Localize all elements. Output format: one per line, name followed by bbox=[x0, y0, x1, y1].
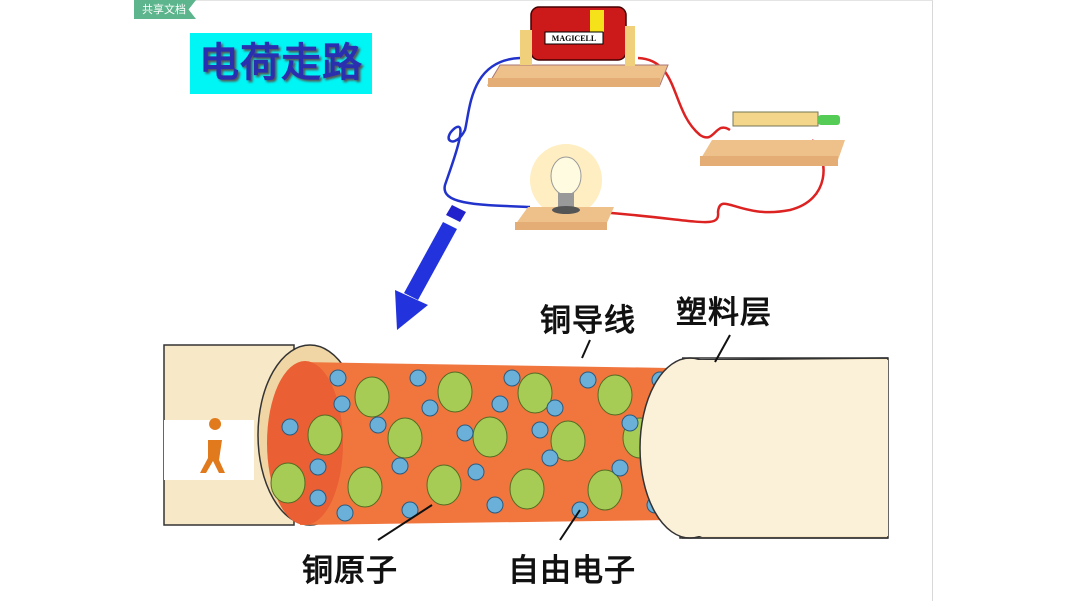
free-electron bbox=[491, 395, 509, 413]
free-electron bbox=[579, 371, 597, 389]
free-electron bbox=[541, 449, 559, 467]
copper-atom bbox=[550, 420, 586, 462]
copper-atom bbox=[509, 468, 545, 510]
label-plastic-layer: 塑料层 bbox=[676, 295, 772, 331]
free-electron bbox=[531, 421, 549, 439]
free-electron bbox=[409, 369, 427, 387]
free-electron bbox=[421, 399, 439, 417]
shared-doc-badge[interactable]: 共享文档 bbox=[134, 0, 196, 19]
blue-wire bbox=[443, 56, 531, 209]
free-electron bbox=[391, 457, 409, 475]
free-electron bbox=[309, 458, 327, 476]
free-electron bbox=[336, 504, 354, 522]
copper-atom bbox=[472, 416, 508, 458]
copper-atom bbox=[426, 464, 462, 506]
free-electron bbox=[486, 496, 504, 514]
wire-cross-section bbox=[163, 344, 889, 539]
free-electron bbox=[456, 424, 474, 442]
slide-title: 电荷走路 bbox=[190, 33, 372, 94]
free-electron bbox=[369, 416, 387, 434]
free-electron bbox=[546, 399, 564, 417]
free-electron bbox=[503, 369, 521, 387]
light-bulb bbox=[515, 144, 614, 230]
free-electron bbox=[329, 369, 347, 387]
copper-atom bbox=[517, 372, 553, 414]
copper-atom bbox=[387, 417, 423, 459]
copper-atom bbox=[307, 414, 343, 456]
label-copper-wire: 铜导线 bbox=[540, 303, 636, 339]
copper-atom bbox=[270, 462, 306, 504]
zoom-arrow-icon bbox=[395, 205, 466, 330]
copper-atom bbox=[437, 371, 473, 413]
copper-atom bbox=[354, 376, 390, 418]
free-electron bbox=[467, 463, 485, 481]
free-electron bbox=[621, 414, 639, 432]
copper-atom bbox=[587, 469, 623, 511]
switch bbox=[700, 111, 845, 166]
free-electron bbox=[611, 459, 629, 477]
label-free-electron: 自由电子 bbox=[508, 553, 636, 589]
free-electron bbox=[401, 501, 419, 519]
free-electron bbox=[281, 418, 299, 436]
battery-label: MAGICELL bbox=[552, 34, 596, 43]
copper-atom bbox=[597, 374, 633, 416]
free-electron bbox=[309, 489, 327, 507]
red-wire-2 bbox=[599, 139, 825, 224]
free-electron bbox=[333, 395, 351, 413]
battery: MAGICELL bbox=[487, 6, 669, 87]
runner-figure bbox=[200, 418, 225, 473]
copper-atom bbox=[347, 466, 383, 508]
label-copper-atom: 铜原子 bbox=[302, 553, 398, 589]
